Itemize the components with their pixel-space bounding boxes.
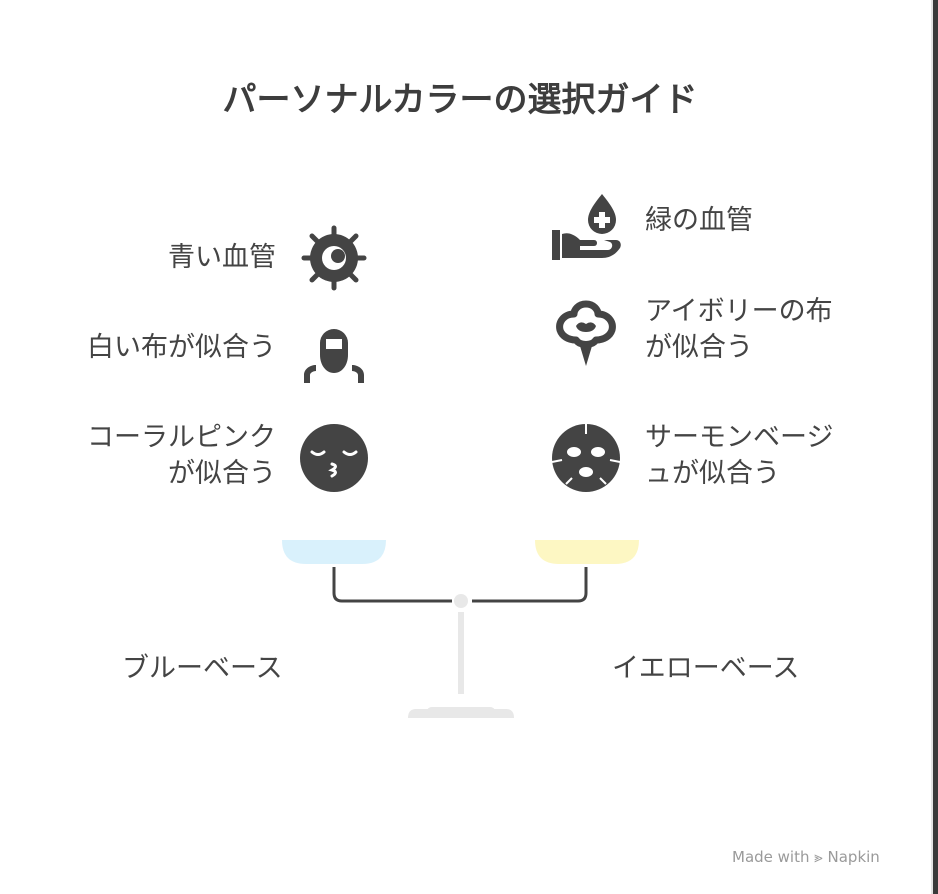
scale-beam	[332, 567, 588, 603]
blood-drop-hand-icon	[550, 190, 622, 262]
bearded-man-icon	[298, 313, 370, 385]
napkin-credit[interactable]: Made with ⪢ Napkin	[732, 848, 880, 866]
right-label-3-line1: サーモンベージ	[645, 422, 834, 453]
blue-pan	[282, 540, 386, 564]
scrollbar[interactable]	[933, 0, 938, 894]
cotton-icon	[550, 296, 622, 368]
left-label-3-line2: が似合う	[168, 458, 276, 489]
napkin-logo-icon: ⪢	[814, 848, 823, 866]
left-label-3-line1: コーラルピンク	[87, 422, 276, 453]
left-label-2: 白い布が似合う	[87, 332, 276, 363]
window-edge	[931, 0, 933, 894]
left-label-3: コーラルピンク が似合う	[87, 420, 276, 492]
left-label-1: 青い血管	[168, 242, 276, 273]
pivot	[454, 594, 468, 608]
right-label-2-line2: が似合う	[645, 332, 753, 363]
right-label-3: サーモンベージ ュが似合う	[645, 420, 833, 492]
virus-icon	[298, 222, 370, 294]
balance-scale	[282, 540, 639, 718]
right-label-2: アイボリーの布 が似合う	[645, 294, 833, 366]
face-mask-icon	[550, 422, 622, 494]
scale-post	[458, 612, 464, 694]
right-label-2-line1: アイボリーの布	[645, 296, 833, 327]
blue-base-label: ブルーベース	[122, 653, 283, 684]
yellow-base-label: イエローベース	[612, 653, 800, 684]
credit-brand: Napkin	[827, 848, 880, 866]
right-label-3-line2: ュが似合う	[645, 458, 780, 489]
yellow-pan	[535, 540, 639, 564]
right-label-1: 緑の血管	[645, 205, 753, 236]
page-title: パーソナルカラーの選択ガイド	[222, 80, 698, 120]
scale-base-bottom	[408, 709, 514, 718]
credit-text: Made with	[732, 848, 810, 866]
kissing-face-icon	[298, 422, 370, 494]
